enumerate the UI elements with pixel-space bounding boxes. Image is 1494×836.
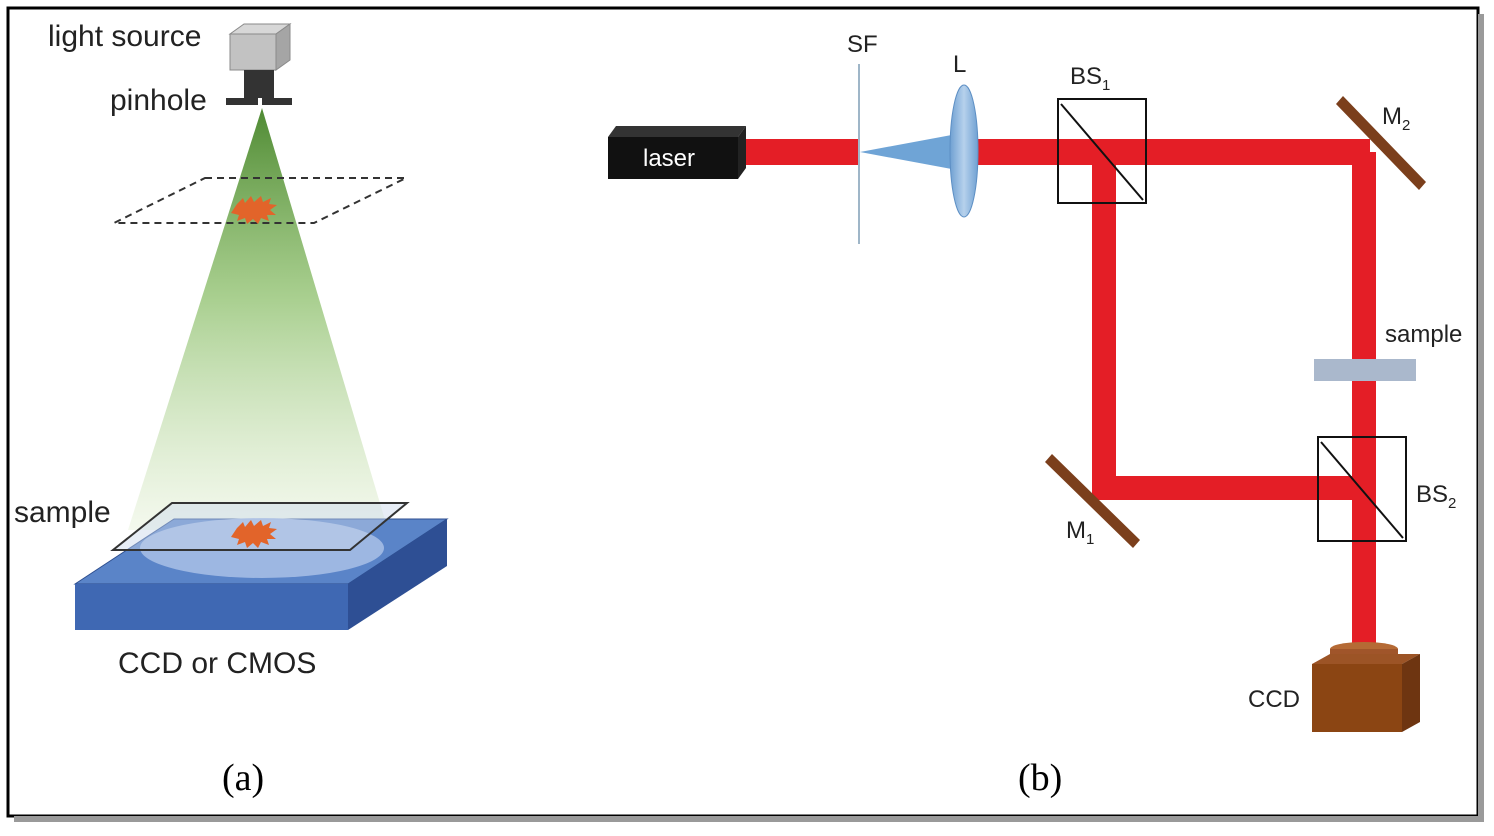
beam-diverging-cone <box>860 134 957 170</box>
caption-b: (b) <box>1018 757 1062 799</box>
specimen-icon <box>231 196 277 224</box>
m1-label: M1 <box>1066 517 1094 548</box>
sensor-block <box>73 518 449 630</box>
sample-label-a: sample <box>14 496 111 529</box>
ccd-label: CCD <box>1248 686 1300 713</box>
illumination-cone <box>128 108 388 530</box>
m2-label: M2 <box>1382 103 1410 134</box>
beam-m1-to-bs2 <box>1092 476 1364 500</box>
ccd-camera-icon <box>1312 642 1420 732</box>
beam-m2-down <box>1352 152 1376 650</box>
sf-label: SF <box>847 31 878 58</box>
sample-slide-b <box>1314 359 1416 381</box>
pinhole-icon <box>226 70 292 105</box>
mirror-1-icon <box>1045 454 1140 548</box>
bs1-label: BS1 <box>1070 63 1110 94</box>
beam-laser-to-sf <box>744 139 858 165</box>
sensor-label: CCD or CMOS <box>118 647 316 680</box>
beam-bs1-down <box>1092 152 1116 500</box>
pinhole-label: pinhole <box>110 84 207 117</box>
panel-a: light source pinhole sample CCD or CMOS … <box>14 20 449 799</box>
beam-splitter-1-icon <box>1057 98 1147 204</box>
figure-border-shadow <box>1478 14 1484 822</box>
figure-border-shadow-bottom <box>14 816 1484 822</box>
sample-specimen-icon <box>231 520 277 548</box>
mirror-2-icon <box>1336 96 1426 190</box>
laser-icon <box>608 126 746 179</box>
sample-label-b: sample <box>1385 321 1462 348</box>
beam-lens-to-m2 <box>978 139 1370 165</box>
object-plane <box>113 177 407 224</box>
laser-label: laser <box>643 145 695 172</box>
light-source-label: light source <box>48 20 201 53</box>
lens-label: L <box>953 51 966 78</box>
caption-a: (a) <box>222 757 264 799</box>
light-source-icon <box>228 23 292 71</box>
beam-splitter-2-icon <box>1317 436 1407 542</box>
lens-icon <box>949 84 979 218</box>
bs2-label: BS2 <box>1416 481 1456 512</box>
panel-b: laser SF L BS1 M2 sample M1 BS2 <box>608 31 1462 799</box>
